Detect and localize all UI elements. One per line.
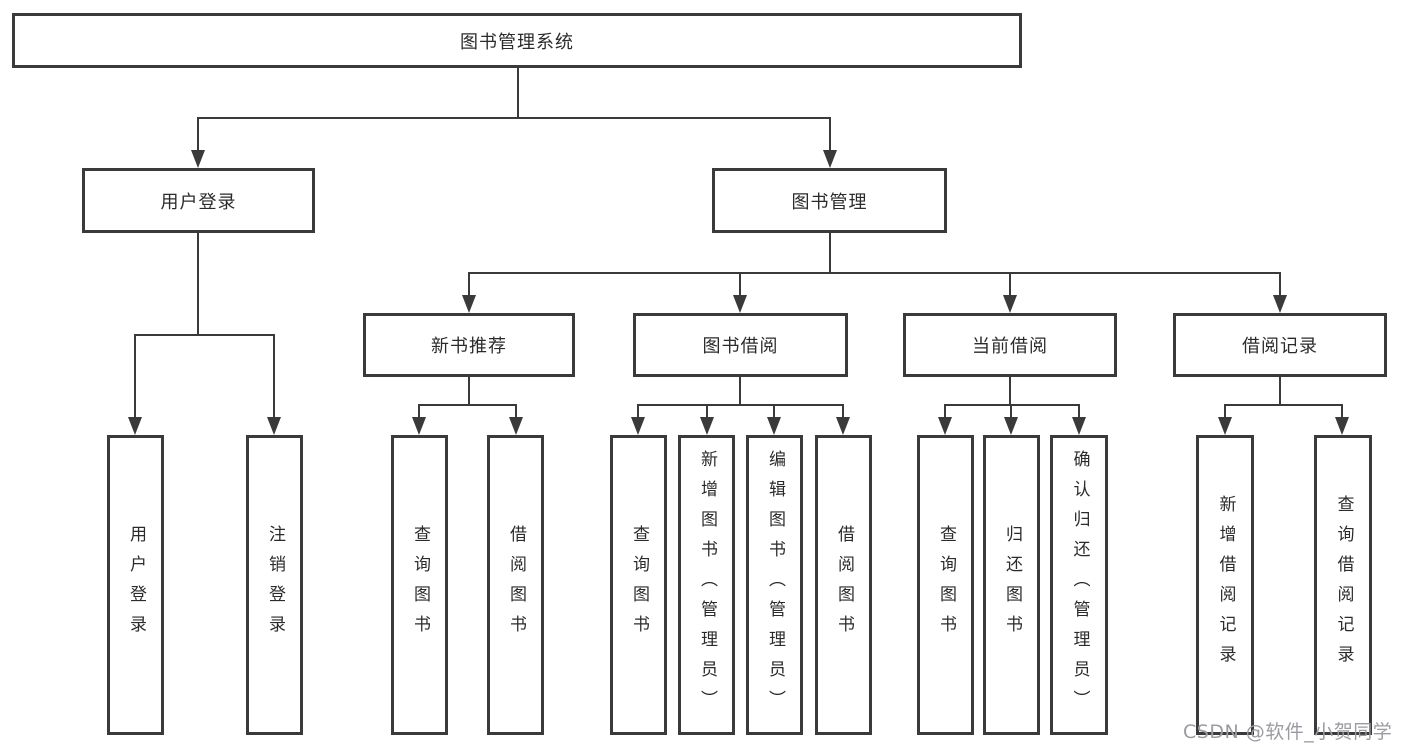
connector-line [197, 117, 199, 151]
connector-line [706, 404, 708, 418]
leaf-query-books: 查询图书 [391, 435, 448, 735]
leaf-borrow-books: 借阅图书 [815, 435, 872, 735]
connector-line [273, 334, 275, 418]
connector-line [638, 404, 844, 406]
arrow-down-icon [1273, 295, 1287, 313]
leaf-logout: 注销登录 [246, 435, 303, 735]
connector-line [944, 404, 946, 418]
arrow-down-icon [1335, 417, 1349, 435]
node-new-book-recommendation: 新书推荐 [363, 313, 575, 377]
connector-line [469, 272, 1281, 274]
connector-line [197, 117, 831, 119]
connector-line [1224, 404, 1226, 418]
connector-line [945, 404, 1079, 406]
connector-line [829, 233, 831, 274]
leaf-label: 借阅图书 [506, 525, 526, 645]
leaf-borrow-books: 借阅图书 [487, 435, 544, 735]
leaf-label: 归还图书 [1002, 525, 1022, 645]
leaf-label: 确认归还（管理员） [1069, 450, 1090, 720]
leaf-add-borrow-record: 新增借阅记录 [1196, 435, 1254, 735]
connector-line [773, 404, 775, 418]
connector-line [134, 334, 136, 418]
arrow-down-icon [1004, 417, 1018, 435]
leaf-label: 查询图书 [410, 525, 430, 645]
arrow-down-icon [733, 295, 747, 313]
leaf-label: 借阅图书 [834, 525, 854, 645]
connector-line [1010, 404, 1012, 418]
arrow-down-icon [1072, 417, 1086, 435]
watermark: CSDN @软件_小贺同学 [1183, 721, 1393, 743]
connector-line [842, 404, 844, 418]
arrow-down-icon [267, 417, 281, 435]
connector-line [1279, 377, 1281, 406]
node-user-login: 用户登录 [82, 168, 315, 233]
leaf-label: 编辑图书（管理员） [765, 450, 785, 720]
node-borrowing-records: 借阅记录 [1173, 313, 1387, 377]
leaf-label: 查询图书 [936, 525, 956, 645]
leaf-label: 查询图书 [629, 525, 649, 645]
connector-line [637, 404, 639, 418]
leaf-query-books: 查询图书 [610, 435, 667, 735]
arrow-down-icon [191, 150, 205, 168]
leaf-label: 注销登录 [265, 525, 285, 645]
leaf-label: 新增借阅记录 [1215, 495, 1236, 675]
leaf-confirm-return-admin: 确认归还（管理员） [1050, 435, 1108, 735]
leaf-label: 用户登录 [126, 525, 146, 645]
node-current-borrowing: 当前借阅 [903, 313, 1117, 377]
leaf-add-books-admin: 新增图书（管理员） [678, 435, 735, 735]
node-root: 图书管理系统 [12, 13, 1022, 68]
connector-line [1078, 404, 1080, 418]
connector-line [739, 377, 741, 406]
arrow-down-icon [509, 417, 523, 435]
connector-line [1225, 404, 1343, 406]
arrow-down-icon [412, 417, 426, 435]
connector-line [1009, 272, 1011, 296]
leaf-edit-books-admin: 编辑图书（管理员） [746, 435, 803, 735]
arrow-down-icon [938, 417, 952, 435]
connector-line [135, 334, 275, 336]
arrow-down-icon [462, 295, 476, 313]
node-book-borrowing: 图书借阅 [633, 313, 848, 377]
arrow-down-icon [767, 417, 781, 435]
connector-line [197, 233, 199, 336]
connector-line [1341, 404, 1343, 418]
arrow-down-icon [700, 417, 714, 435]
connector-line [515, 404, 517, 418]
arrow-down-icon [823, 150, 837, 168]
arrow-down-icon [631, 417, 645, 435]
connector-line [517, 68, 519, 118]
arrow-down-icon [1218, 417, 1232, 435]
arrow-down-icon [1003, 295, 1017, 313]
leaf-label: 新增图书（管理员） [697, 450, 717, 720]
leaf-query-borrow-record: 查询借阅记录 [1314, 435, 1372, 735]
connector-line [418, 404, 420, 418]
arrow-down-icon [128, 417, 142, 435]
connector-line [468, 377, 470, 406]
node-book-management: 图书管理 [712, 168, 947, 233]
arrow-down-icon [836, 417, 850, 435]
leaf-user-login: 用户登录 [107, 435, 164, 735]
connector-line [1009, 377, 1011, 406]
connector-line [468, 272, 470, 296]
connector-line [1279, 272, 1281, 296]
connector-line [739, 272, 741, 296]
connector-line [419, 404, 517, 406]
connector-line [829, 117, 831, 151]
leaf-query-books: 查询图书 [917, 435, 974, 735]
leaf-label: 查询借阅记录 [1333, 495, 1354, 675]
leaf-return-books: 归还图书 [983, 435, 1040, 735]
